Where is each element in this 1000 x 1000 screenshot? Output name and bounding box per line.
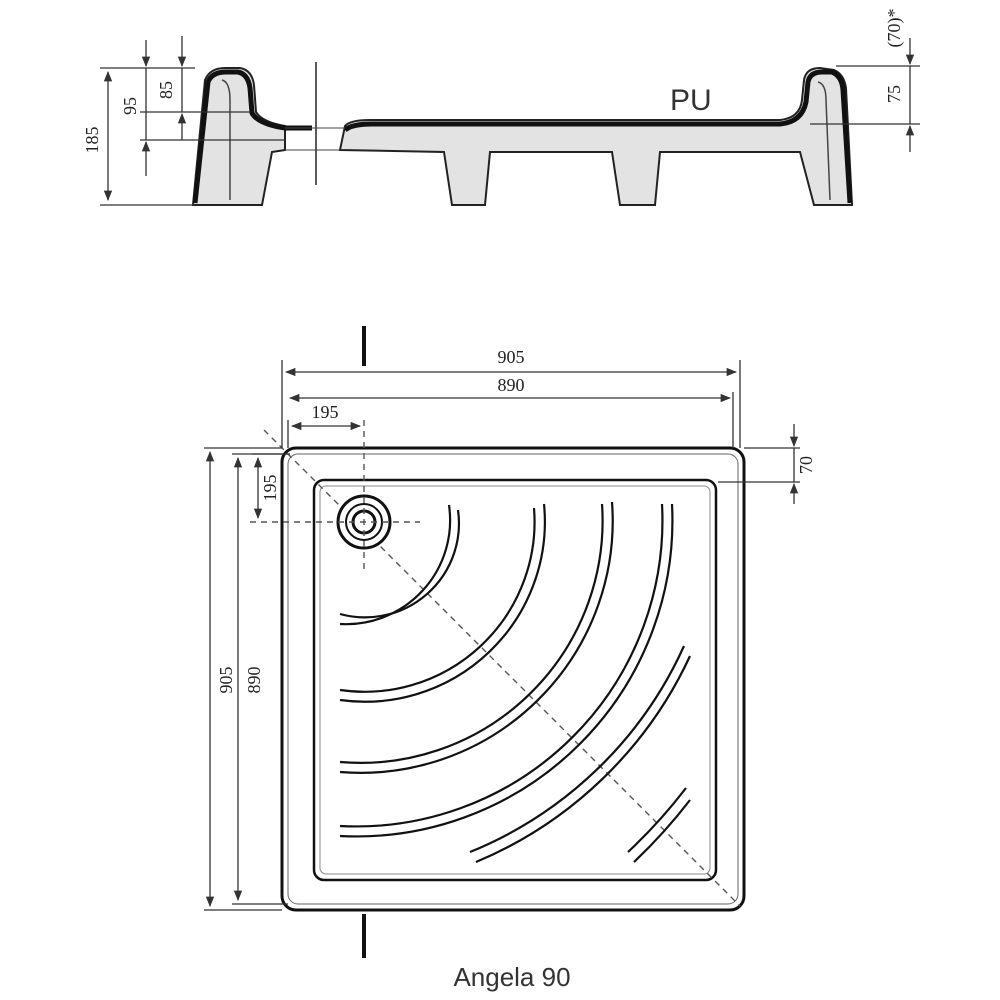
dim-rim-height: 95: [120, 97, 140, 115]
dim-rim-width: 70: [796, 456, 816, 474]
tray-top-surface: [192, 69, 312, 204]
cross-section-view: PU 185 95 85 75 (70)*: [82, 9, 920, 206]
dim-inner-width: 890: [498, 375, 525, 395]
tray-section-body: [191, 66, 854, 206]
plan-view: 905 890 195 195 70 905 890: [204, 326, 816, 958]
dim-outer-width: 905: [498, 347, 525, 367]
material-label: PU: [670, 84, 712, 117]
dim-drain-x: 195: [312, 402, 339, 422]
caption: Angela 90: [453, 962, 570, 992]
dim-total-height: 185: [82, 127, 102, 154]
anti-slip-grooves: [339, 501, 691, 864]
dim-inner-rim: 85: [156, 81, 176, 99]
dim-right-note: (70)*: [884, 9, 905, 48]
dim-inner-height: 890: [244, 667, 264, 694]
dim-drain-y: 195: [260, 475, 280, 502]
tray-top-surface-right: [343, 69, 853, 204]
dim-outer-height: 905: [216, 667, 236, 694]
dim-right-height: 75: [884, 85, 904, 103]
